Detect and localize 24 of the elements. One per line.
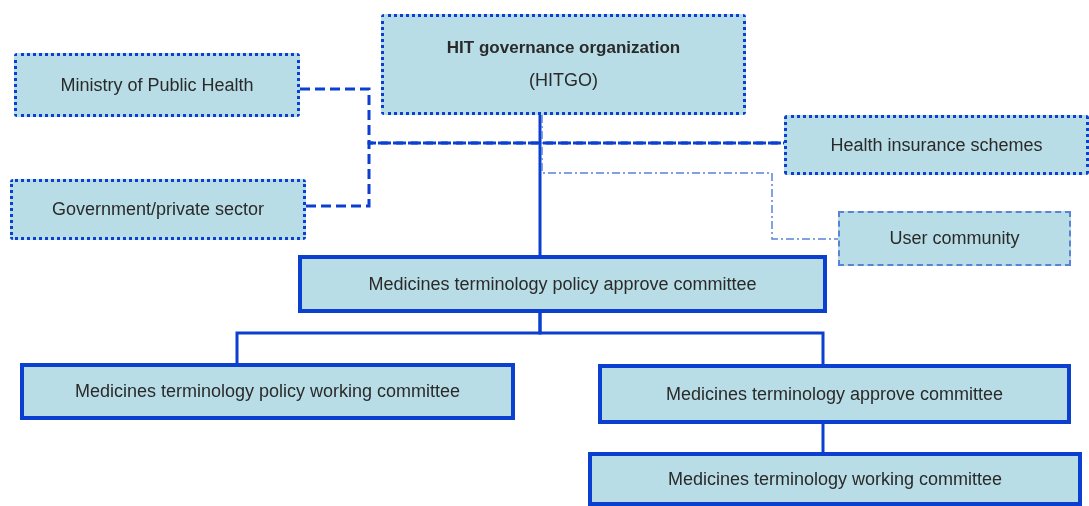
connector-line bbox=[538, 313, 825, 364]
org-box bbox=[598, 364, 1071, 424]
connector-line bbox=[538, 115, 542, 255]
box-label: Government/private sector bbox=[51, 199, 265, 220]
org-box bbox=[20, 363, 515, 420]
box-label: (HITGO) bbox=[529, 70, 598, 91]
org-box bbox=[838, 211, 1071, 266]
org-box bbox=[298, 255, 827, 313]
box-heading: HIT governance organization bbox=[446, 38, 681, 58]
connector-line bbox=[821, 424, 825, 452]
box-label: Medicines terminology policy working committee bbox=[74, 381, 461, 402]
connector-line bbox=[300, 87, 784, 145]
box-label: User community bbox=[889, 228, 1020, 249]
org-box bbox=[14, 53, 300, 117]
box-label: Medicines terminology working committee bbox=[667, 468, 1003, 490]
connector-line bbox=[541, 114, 839, 240]
org-box bbox=[784, 115, 1089, 175]
box-label: Health insurance schemes bbox=[830, 134, 1043, 156]
box-label: Ministry of Public Health bbox=[60, 74, 254, 96]
box-label: Medicines terminology policy approve committee bbox=[368, 273, 757, 295]
box-label: Medicines terminology approve committee bbox=[665, 383, 1004, 405]
org-box bbox=[10, 179, 306, 240]
org-box bbox=[381, 14, 746, 115]
org-box bbox=[588, 452, 1082, 506]
